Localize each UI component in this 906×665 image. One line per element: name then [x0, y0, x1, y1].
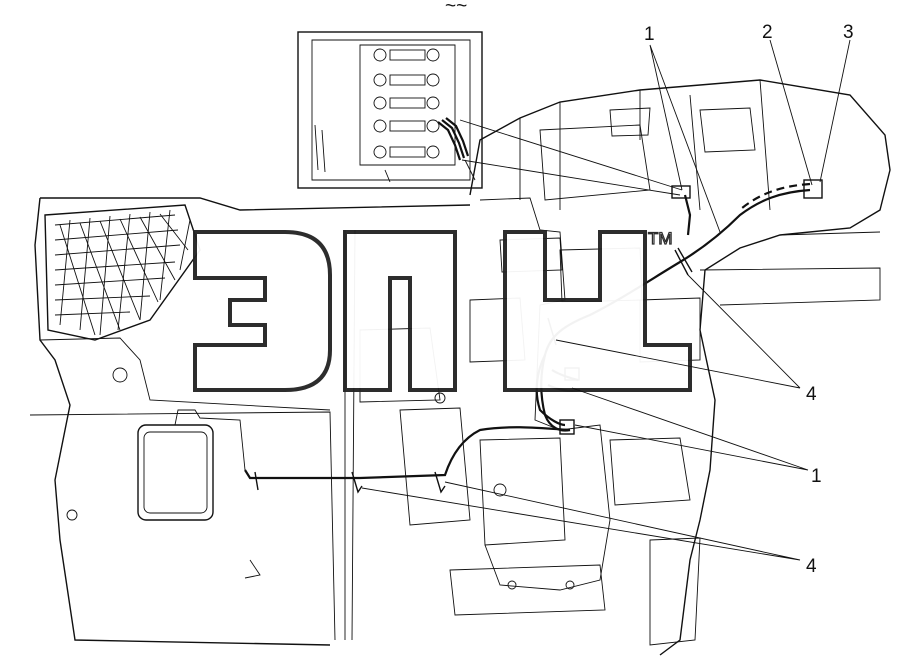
- watermark-trademark: TM: [648, 229, 673, 248]
- callout-1-bottom: 1: [811, 466, 822, 487]
- callout-2: 2: [762, 22, 773, 43]
- callout-4-bottom: 4: [806, 556, 817, 577]
- top-mark: ~~: [445, 0, 467, 17]
- frame-outline: [34, 197, 471, 646]
- inset-leader: [459, 119, 683, 196]
- harness-connector-top: [803, 179, 823, 199]
- fuse-block-inset: [297, 31, 483, 189]
- harness-connector-bottom: [559, 419, 575, 435]
- callout-leaders: [361, 39, 851, 561]
- tank: [137, 409, 246, 521]
- cab-body-outline: [469, 79, 891, 656]
- callout-3: 3: [843, 22, 854, 43]
- radiator-grille: [44, 204, 201, 341]
- callout-4-middle: 4: [806, 384, 817, 405]
- watermark-logo: TM: [193, 228, 692, 392]
- callout-1-top: 1: [644, 24, 655, 45]
- machine-outline: [29, 79, 891, 656]
